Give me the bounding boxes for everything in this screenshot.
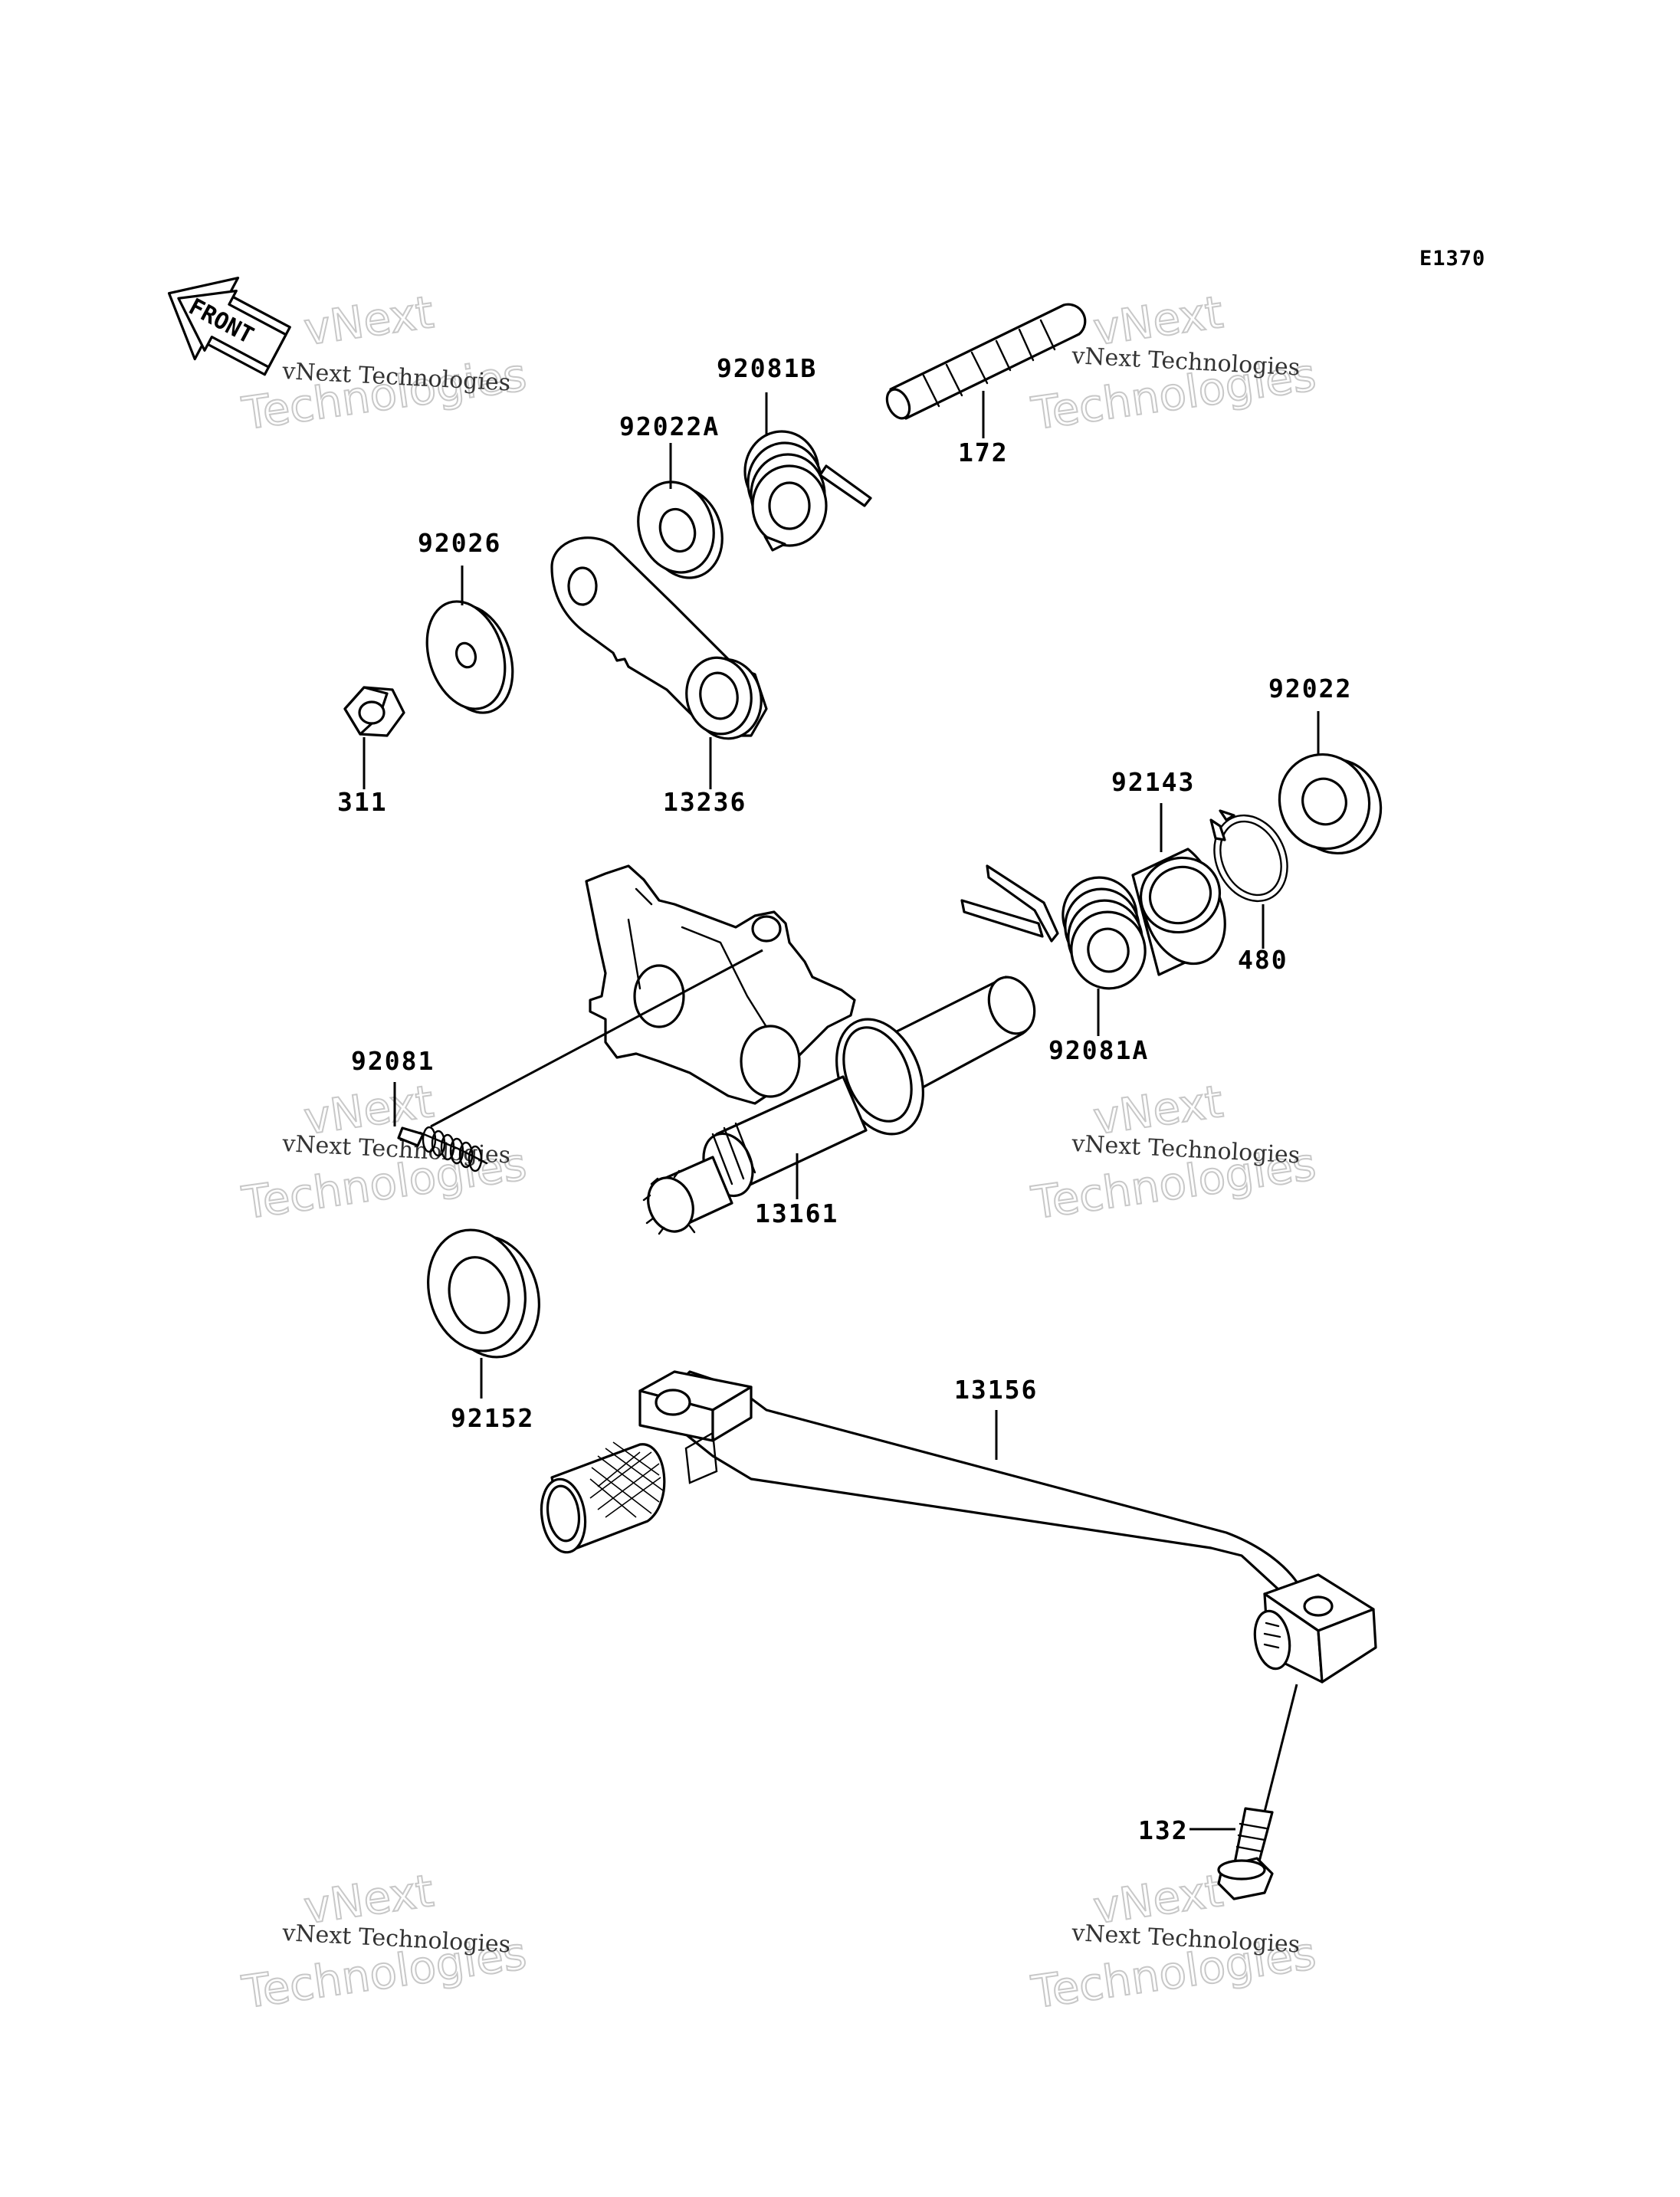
part-311-nut[interactable] <box>343 686 405 737</box>
callout-13236[interactable]: 13236 <box>663 787 746 817</box>
callout-132[interactable]: 132 <box>1138 1815 1189 1845</box>
part-480-circlip[interactable] <box>1201 803 1301 913</box>
leader-132-to-pedal <box>1262 1684 1298 1818</box>
callout-172[interactable]: 172 <box>958 438 1009 467</box>
callout-92081B[interactable]: 92081B <box>717 353 817 383</box>
watermark-mid-right: vNext Technologies vNext Technologies <box>1027 1074 1319 1230</box>
watermark-bottom-left: vNext Technologies vNext Technologies <box>238 1864 530 2019</box>
part-13161-shift-shaft[interactable] <box>585 864 1042 1238</box>
callout-92022A[interactable]: 92022A <box>619 412 720 441</box>
callout-92022[interactable]: 92022 <box>1268 674 1352 703</box>
callout-92026[interactable]: 92026 <box>418 528 501 558</box>
callout-92081[interactable]: 92081 <box>351 1046 435 1076</box>
part-92081-spring[interactable] <box>397 949 763 1172</box>
watermark-bottom-right: vNext Technologies vNext Technologies <box>1027 1864 1319 2019</box>
part-13236-shift-arm[interactable] <box>550 536 768 744</box>
part-92081B-spring[interactable] <box>743 430 872 552</box>
callout-311[interactable]: 311 <box>337 787 388 817</box>
callout-92143[interactable]: 92143 <box>1111 767 1195 797</box>
watermark-big-line1: vNext <box>300 286 436 356</box>
part-92152-oil-seal[interactable] <box>415 1219 552 1369</box>
callout-92081A[interactable]: 92081A <box>1048 1035 1149 1065</box>
part-92022A-washer[interactable] <box>627 472 733 588</box>
callout-13156[interactable]: 13156 <box>954 1375 1038 1405</box>
part-92022-washer[interactable] <box>1265 741 1395 867</box>
front-arrow-icon: FRONT <box>167 277 291 376</box>
callout-480[interactable]: 480 <box>1238 945 1288 975</box>
part-92081A-spring[interactable] <box>960 864 1153 997</box>
leader-92081-to-selector <box>430 949 763 1128</box>
part-172-pin[interactable] <box>883 303 1087 421</box>
callout-13161[interactable]: 13161 <box>755 1199 838 1228</box>
callout-92152[interactable]: 92152 <box>451 1403 534 1433</box>
part-132-bolt[interactable] <box>1217 1807 1274 1900</box>
diagram-code: E1370 <box>1419 247 1485 271</box>
part-13156-shift-pedal[interactable] <box>537 1370 1377 1684</box>
part-92143-collar[interactable] <box>1128 846 1239 976</box>
part-92026-washer[interactable] <box>414 592 526 723</box>
watermark-top-left: vNext Technologies vNext Technologies <box>238 285 530 441</box>
